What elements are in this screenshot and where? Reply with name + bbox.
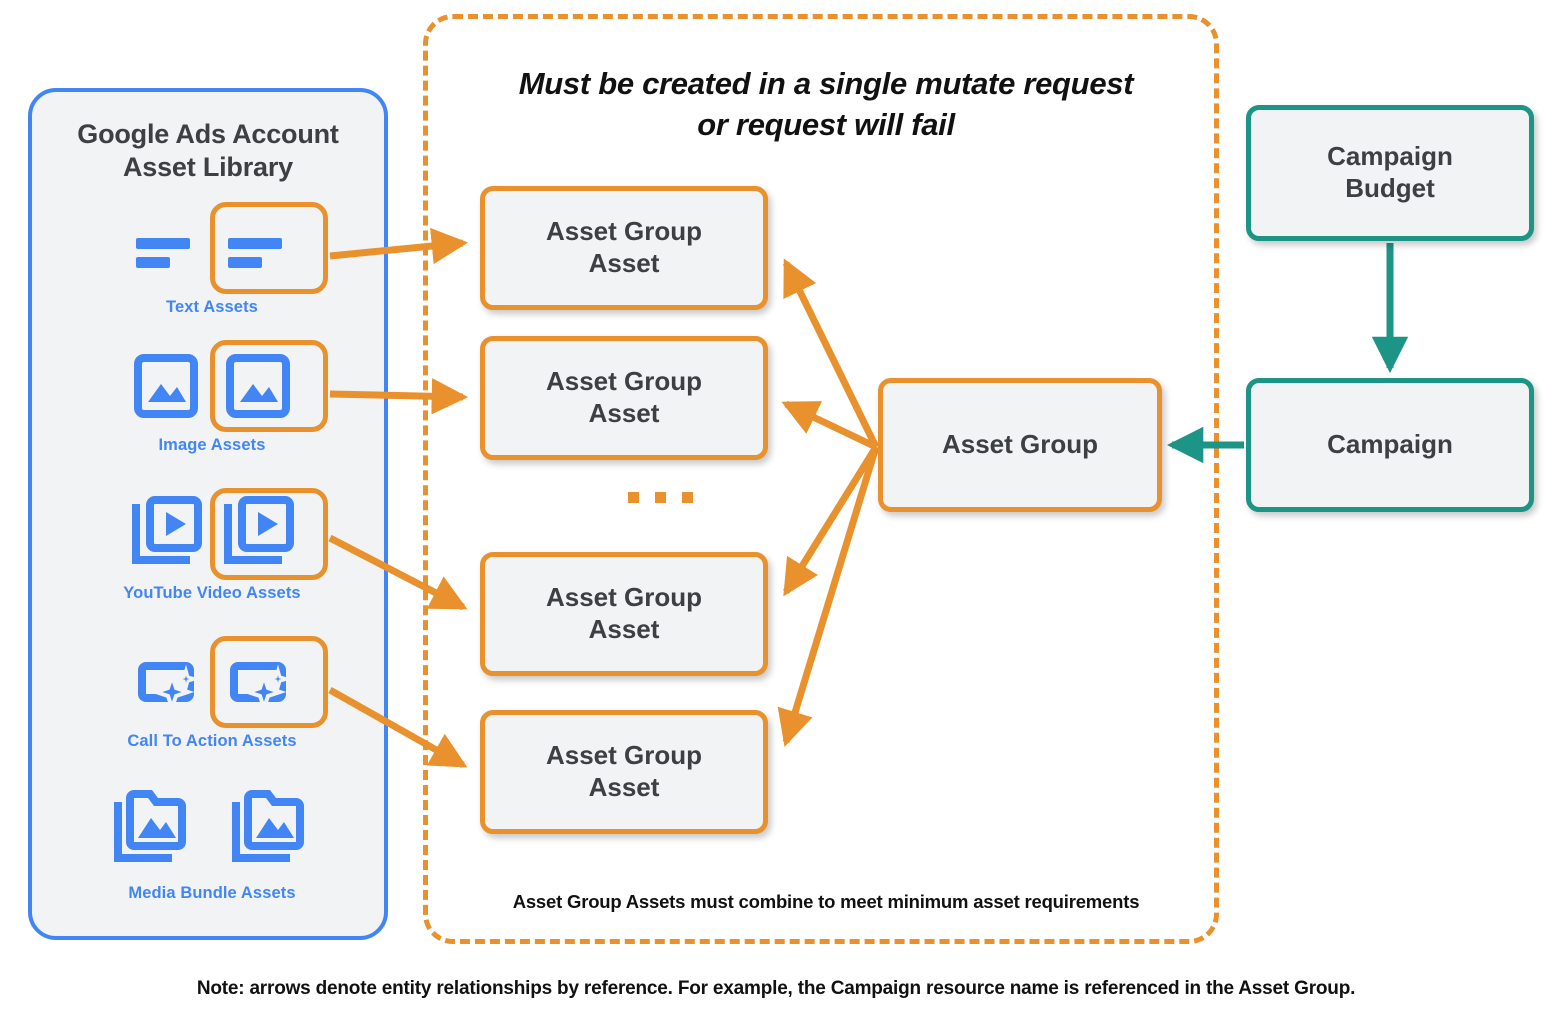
campaign-budget-node[interactable]: Campaign Budget xyxy=(1246,105,1534,241)
asset-row-media-bundle[interactable]: Media Bundle Assets xyxy=(32,784,392,902)
asset-label-call-to-action: Call To Action Assets xyxy=(127,732,297,750)
ellipsis-dot xyxy=(682,492,693,503)
asset-label-text: Text Assets xyxy=(166,298,258,316)
asset-row-text[interactable]: Text Assets xyxy=(32,202,392,316)
asset-label-image: Image Assets xyxy=(158,436,266,454)
asset-row-youtube-video[interactable]: YouTube Video Assets xyxy=(32,488,392,602)
youtube-video-asset-icon xyxy=(120,488,212,580)
asset-library-title-line1: Google Ads Account xyxy=(77,119,339,149)
asset-group-asset-label: Asset Group Asset xyxy=(545,740,703,802)
image-asset-selection-box[interactable] xyxy=(210,340,328,432)
ellipsis-dot xyxy=(628,492,639,503)
asset-group-asset-node[interactable]: Asset Group Asset xyxy=(480,710,768,834)
call-to-action-asset-icon xyxy=(212,636,304,728)
asset-group-node[interactable]: Asset Group xyxy=(878,378,1162,512)
asset-group-asset-label: Asset Group Asset xyxy=(545,582,703,644)
asset-row-call-to-action[interactable]: Call To Action Assets xyxy=(32,636,392,750)
youtube-video-asset-icon xyxy=(212,488,304,580)
asset-group-label: Asset Group xyxy=(941,429,1099,460)
asset-library-title-line2: Asset Library xyxy=(123,151,293,182)
media-bundle-asset-icon xyxy=(222,784,314,876)
text-asset-icon xyxy=(212,202,304,294)
mutate-heading-line2: or request will fail xyxy=(697,107,955,143)
youtube-video-asset-selection-box[interactable] xyxy=(210,488,328,580)
campaign-node[interactable]: Campaign xyxy=(1246,378,1534,512)
text-asset-selection-box[interactable] xyxy=(210,202,328,294)
asset-label-media-bundle: Media Bundle Assets xyxy=(128,884,296,902)
campaign-budget-label: Campaign Budget xyxy=(1327,141,1453,203)
asset-group-asset-label: Asset Group Asset xyxy=(545,216,703,278)
ellipsis-dot xyxy=(655,492,666,503)
footer-note: Note: arrows denote entity relationships… xyxy=(196,978,1356,999)
asset-library-title: Google Ads Account Asset Library xyxy=(32,118,384,184)
asset-library-panel: Google Ads Account Asset Library xyxy=(28,88,388,940)
image-asset-icon xyxy=(120,340,212,432)
text-asset-icon xyxy=(120,202,212,294)
call-to-action-asset-icon xyxy=(120,636,212,728)
ellipsis-indicator xyxy=(628,492,693,503)
asset-group-asset-node[interactable]: Asset Group Asset xyxy=(480,186,768,310)
asset-label-youtube-video: YouTube Video Assets xyxy=(123,584,301,602)
asset-group-asset-node[interactable]: Asset Group Asset xyxy=(480,552,768,676)
asset-group-asset-label: Asset Group Asset xyxy=(545,366,703,428)
call-to-action-asset-selection-box[interactable] xyxy=(210,636,328,728)
mutate-request-heading: Must be created in a single mutate reque… xyxy=(456,63,1196,145)
media-bundle-asset-icon xyxy=(104,784,196,876)
image-asset-icon xyxy=(212,340,304,432)
campaign-label: Campaign xyxy=(1327,429,1453,460)
mutate-heading-line1: Must be created in a single mutate reque… xyxy=(518,66,1134,101)
asset-row-image[interactable]: Image Assets xyxy=(32,340,392,454)
asset-group-asset-node[interactable]: Asset Group Asset xyxy=(480,336,768,460)
mutate-request-footnote: Asset Group Assets must combine to meet … xyxy=(512,891,1140,912)
